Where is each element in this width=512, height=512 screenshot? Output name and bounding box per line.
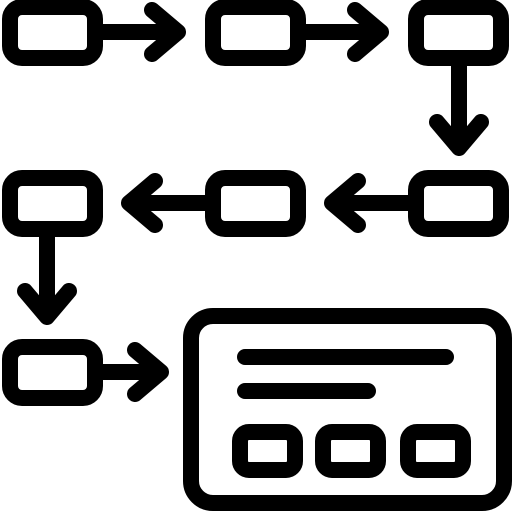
step-box-5 bbox=[205, 170, 306, 237]
arrow-down-2 bbox=[17, 225, 77, 325]
step-box-2 bbox=[205, 0, 306, 66]
step-box-6 bbox=[2, 170, 103, 237]
step-box-7 bbox=[2, 339, 103, 406]
arrow-left-2 bbox=[121, 173, 216, 233]
arrow-right-1 bbox=[92, 2, 186, 62]
arrow-left-1 bbox=[324, 173, 419, 233]
panel-button-3 bbox=[400, 424, 471, 478]
arrow-right-3 bbox=[92, 342, 169, 402]
result-panel bbox=[183, 308, 512, 511]
panel-button-1 bbox=[232, 424, 303, 478]
step-box-4 bbox=[408, 170, 509, 237]
arrow-right-2 bbox=[295, 2, 389, 62]
arrow-down-1 bbox=[429, 54, 489, 156]
step-box-3 bbox=[408, 0, 509, 66]
step-box-1 bbox=[2, 0, 103, 66]
panel-button-2 bbox=[315, 424, 386, 478]
